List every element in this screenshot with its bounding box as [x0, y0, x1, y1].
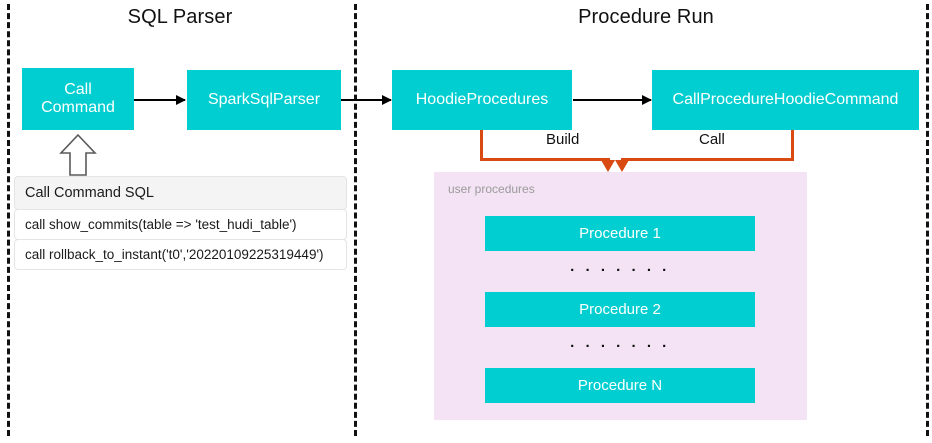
sql-table-row: call rollback_to_instant('t0','202201092…: [14, 239, 347, 270]
node-spark-sql-parser-label: SparkSqlParser: [207, 90, 321, 108]
node-call-command-label: Call Command: [41, 81, 115, 118]
procedure-item-label: Procedure N: [577, 377, 663, 394]
hollow-up-arrow-icon: [58, 133, 98, 176]
node-call-command-line2: Command: [41, 99, 115, 116]
separator-line-right: [926, 4, 929, 436]
flow-arrow-spark-sql-parser-to-hoodie-procedures: [341, 95, 392, 105]
node-call-command-line1: Call: [64, 80, 92, 98]
flow-arrow-call-command-to-spark-sql-parser: [134, 95, 186, 105]
call-edge-arrowhead: [615, 160, 629, 172]
procedure-item[interactable]: Procedure 2: [485, 292, 755, 327]
node-call-procedure-hoodie-command[interactable]: CallProcedureHoodieCommand: [652, 70, 919, 130]
build-edge-vertical-left: [480, 130, 483, 161]
procedure-item-label: Procedure 2: [579, 301, 661, 318]
section-title-sql-parser: SQL Parser: [127, 6, 233, 28]
node-spark-sql-parser[interactable]: SparkSqlParser: [187, 70, 341, 130]
separator-line-left: [7, 4, 10, 436]
procedure-item-label: Procedure 1: [579, 225, 661, 242]
separator-line-middle: [354, 4, 357, 436]
call-edge-horizontal: [621, 158, 794, 161]
procedure-ellipsis: . . . . . . .: [570, 334, 670, 351]
call-command-sql-table: Call Command SQL call show_commits(table…: [14, 176, 347, 270]
node-call-procedure-hoodie-command-label: CallProcedureHoodieCommand: [672, 90, 899, 108]
edge-label-call: Call: [694, 131, 730, 148]
user-procedures-panel-label: user procedures: [448, 182, 535, 196]
procedure-item[interactable]: Procedure N: [485, 368, 755, 403]
procedure-item[interactable]: Procedure 1: [485, 216, 755, 251]
node-hoodie-procedures[interactable]: HoodieProcedures: [392, 70, 572, 130]
procedure-ellipsis: . . . . . . .: [570, 258, 670, 275]
flow-arrow-hoodie-procedures-to-call-procedure-hoodie-command: [573, 95, 652, 105]
edge-label-build: Build: [541, 131, 585, 148]
build-edge-arrowhead: [601, 160, 615, 172]
node-call-command[interactable]: Call Command: [22, 68, 134, 130]
user-procedures-panel: user procedures Procedure 1 . . . . . . …: [434, 172, 807, 420]
call-edge-vertical-right: [791, 130, 794, 161]
sql-table-row: call show_commits(table => 'test_hudi_ta…: [14, 209, 347, 240]
build-edge-horizontal: [480, 158, 610, 161]
node-hoodie-procedures-label: HoodieProcedures: [415, 90, 549, 108]
section-title-procedure-run: Procedure Run: [578, 6, 714, 28]
sql-table-header: Call Command SQL: [14, 176, 347, 210]
